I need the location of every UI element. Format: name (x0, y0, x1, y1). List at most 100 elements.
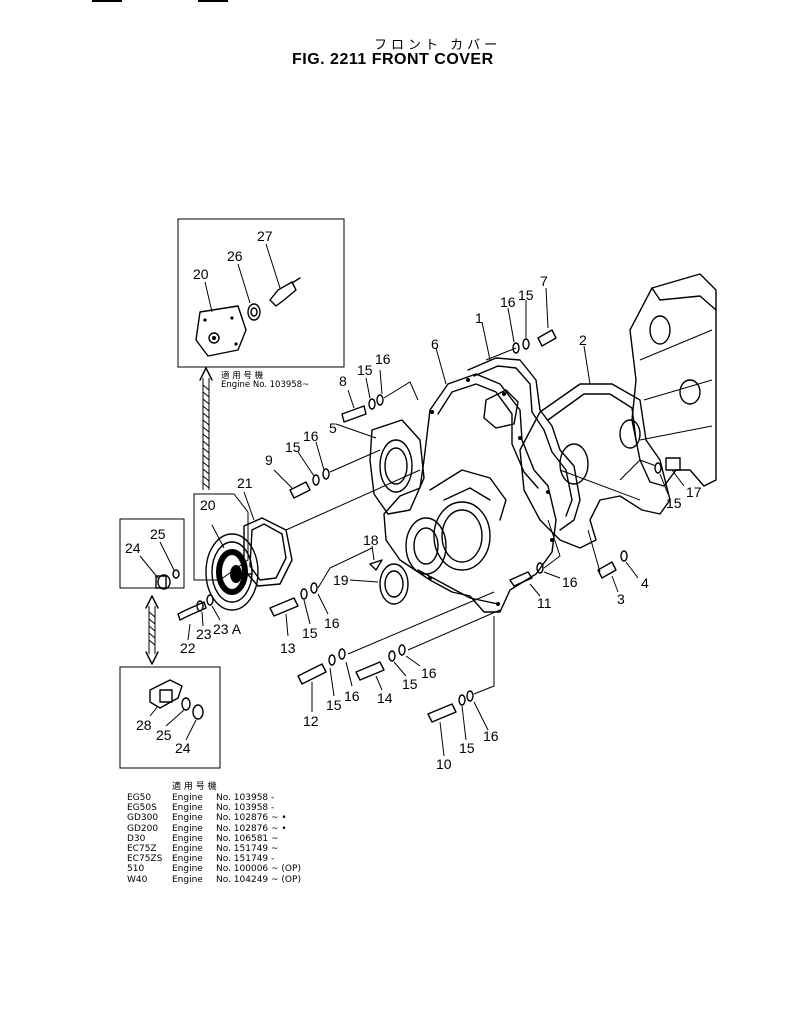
page-edge-mark-left (92, 0, 122, 2)
left-parts-group (177, 493, 259, 641)
legend-row: D30 Engine No. 106581 ~ (127, 834, 301, 844)
legend-model: W40 (127, 874, 148, 885)
callout-15h: 15 (666, 495, 682, 511)
legend-engine-label: Engine (172, 874, 203, 885)
applicability-list: EG50 Engine No. 103958 - EG50S Engine No… (127, 793, 301, 885)
cover-5 (335, 419, 425, 515)
legend-serial: No. 151749 - (216, 854, 275, 865)
legend-engine-label: Engine (172, 854, 203, 865)
callout-15f: 15 (402, 676, 418, 692)
callout-15g: 15 (459, 740, 475, 756)
gasket-21 (243, 469, 421, 587)
callout-22: 22 (180, 640, 196, 656)
callout-23a: 23 A (213, 621, 242, 637)
page-edge-mark-right (198, 0, 228, 2)
figure-title: FIG. 2211 FRONT COVER (292, 51, 494, 68)
callout-3: 3 (617, 591, 625, 607)
callout-15c: 15 (285, 439, 301, 455)
legend-row: GD200 Engine No. 102876 ~ • (127, 824, 301, 834)
callout-6: 6 (431, 336, 439, 352)
callout-7: 7 (540, 273, 548, 289)
callout-15a: 15 (518, 287, 534, 303)
legend-engine-label: Engine (172, 803, 203, 814)
engine-block (629, 273, 717, 487)
callout-20: 20 (200, 497, 216, 513)
inset-note-japanese: 適 用 号 機 (221, 371, 264, 381)
legend-row: EG50 Engine No. 103958 - (127, 793, 301, 803)
callout-21: 21 (237, 475, 253, 491)
callout-24-left: 24 (125, 540, 141, 556)
callout-9: 9 (265, 452, 273, 468)
legend-model: EC75ZS (127, 854, 163, 865)
bolts (269, 287, 685, 757)
legend-serial: No. 100006 ~ (OP) (216, 864, 301, 875)
applicability-legend: 適 用 号 機 (127, 782, 217, 792)
legend-engine-label: Engine (172, 793, 203, 803)
callout-18: 18 (363, 532, 379, 548)
inset-note-engine: Engine No. 103958~ (221, 380, 310, 390)
callout-25-bottom: 25 (156, 727, 172, 743)
callout-16c: 16 (303, 428, 319, 444)
callout-27: 27 (257, 228, 273, 244)
callout-5: 5 (329, 420, 337, 436)
legend-header-row: 適 用 号 機 (127, 782, 217, 792)
callout-15d: 15 (302, 625, 318, 641)
pin-18 (369, 545, 383, 571)
legend-engine-label: Engine (172, 864, 203, 875)
inset-box-top (177, 218, 345, 368)
callout-19: 19 (333, 572, 349, 588)
legend-model: GD200 (127, 823, 159, 834)
legend-row: W40 Engine No. 104249 ~ (OP) (127, 875, 301, 885)
callout-11: 11 (537, 595, 552, 611)
callout-26: 26 (227, 248, 243, 264)
callout-4: 4 (641, 575, 649, 591)
legend-serial: No. 102876 ~ • (216, 813, 287, 824)
callout-16e: 16 (324, 615, 340, 631)
legend-model: EG50 (127, 793, 152, 803)
callout-2: 2 (579, 332, 587, 348)
legend-row: GD300 Engine No. 102876 ~ • (127, 813, 301, 823)
legend-engine-label: Engine (172, 844, 203, 855)
callout-20-inset: 20 (193, 266, 209, 282)
legend-row: EG50S Engine No. 103958 - (127, 803, 301, 813)
callout-15e: 15 (326, 697, 342, 713)
plate-2 (519, 345, 671, 549)
legend-serial: No. 103958 - (216, 793, 275, 803)
callout-16h: 16 (483, 728, 499, 744)
seal-19 (349, 563, 409, 605)
callout-16g: 16 (421, 665, 437, 681)
legend-model: 510 (127, 864, 145, 875)
legend-serial: No. 151749 ~ (216, 844, 279, 855)
legend-model: D30 (127, 833, 146, 844)
callout-8: 8 (339, 373, 347, 389)
legend-row: EC75Z Engine No. 151749 ~ (127, 844, 301, 854)
callout-25-left: 25 (150, 526, 166, 542)
legend-serial: No. 103958 - (216, 803, 275, 814)
callout-13: 13 (280, 640, 296, 656)
legend-row: EC75ZS Engine No. 151749 - (127, 854, 301, 864)
legend-engine-label: Engine (172, 833, 203, 844)
callout-15b: 15 (357, 362, 373, 378)
legend-row: 510 Engine No. 100006 ~ (OP) (127, 864, 301, 874)
legend-model: EC75Z (127, 844, 157, 855)
callout-12: 12 (303, 713, 319, 729)
callout-10: 10 (436, 756, 452, 772)
callout-24-bottom: 24 (175, 740, 191, 756)
legend-engine-label: Engine (172, 823, 203, 834)
callout-14: 14 (377, 690, 393, 706)
callout-28: 28 (136, 717, 152, 733)
legend-model: EG50S (127, 803, 157, 814)
callout-1: 1 (475, 310, 483, 326)
callout-17: 17 (686, 484, 702, 500)
callout-16f: 16 (344, 688, 360, 704)
callout-16d: 16 (562, 574, 578, 590)
callout-23: 23 (196, 626, 212, 642)
legend-header: 適 用 号 機 (172, 782, 217, 792)
arrow-to-inset-bottom (145, 595, 159, 665)
inset-box-left (119, 518, 185, 590)
legend-engine-label: Engine (172, 813, 203, 824)
gasket-1 (467, 321, 581, 531)
legend-serial: No. 106581 ~ (216, 833, 279, 844)
legend-model: GD300 (127, 813, 159, 824)
